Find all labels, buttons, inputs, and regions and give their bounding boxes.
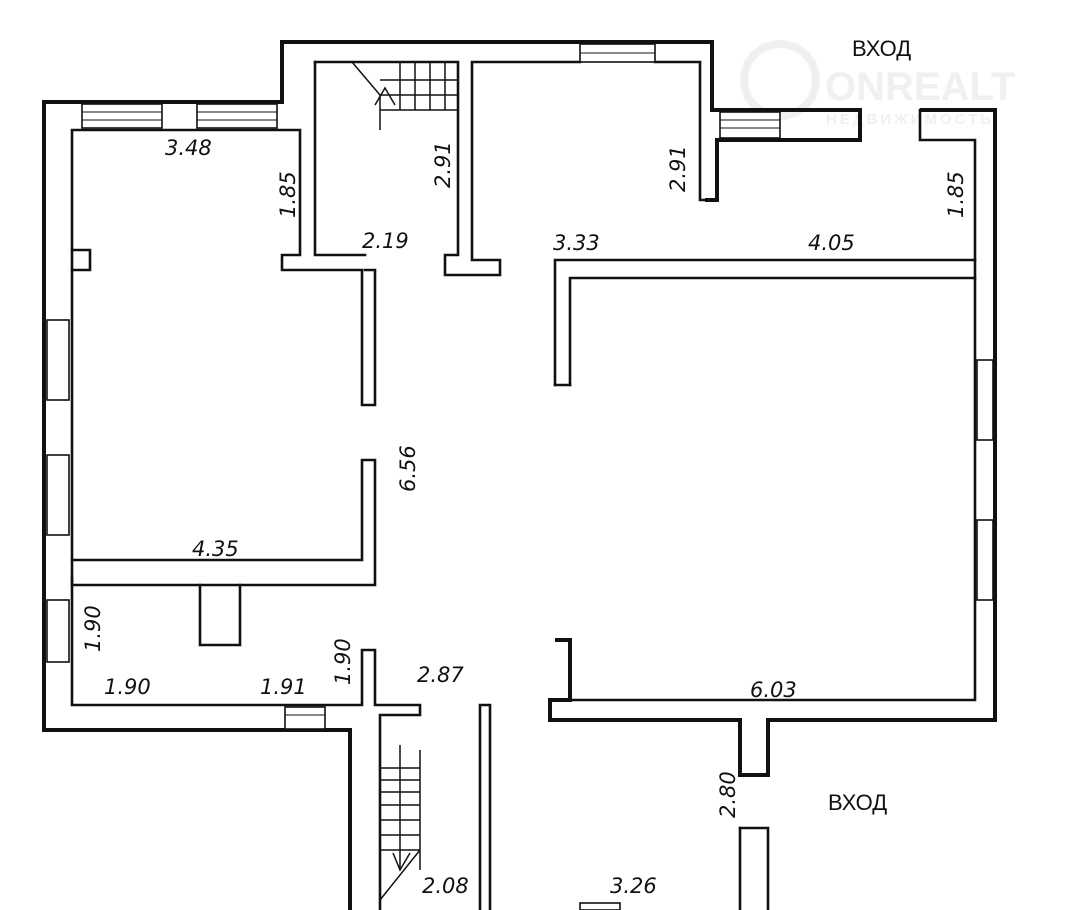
dimension-labels: 3.48 1.85 2.91 2.19 2.91 3.33 4.05 1.85 … [81,136,968,898]
window [81,103,163,129]
dimension-label: 1.85 [944,171,968,218]
staircase-top [351,61,458,130]
entrance-label-bottom: ВХОД [828,790,887,815]
dimension-label: 1.90 [104,675,151,699]
watermark-tagline: НЕДВИЖИМОСТЬ [826,111,994,128]
dimension-label: 3.33 [553,231,600,255]
dimension-label: 2.91 [666,145,690,192]
dimension-label: 6.03 [750,678,797,702]
dimension-label: 4.05 [808,231,855,255]
watermark-logo-icon [740,40,820,120]
dimension-label: 2.19 [362,229,409,253]
window [976,359,994,441]
dimension-label: 4.35 [192,537,239,561]
dimension-label: 3.48 [165,136,212,160]
window [719,111,781,139]
window [196,103,278,129]
window [976,519,994,601]
watermark-brand: ONREALT [825,65,1015,109]
window [46,319,70,401]
exterior-walls [42,40,997,910]
dimension-label: 3.26 [610,874,657,898]
windows [46,43,994,910]
window [579,902,621,910]
window [46,599,70,663]
dimension-label: 2.80 [716,771,740,818]
dimension-label: 1.91 [260,675,307,699]
dimension-label: 2.08 [422,874,469,898]
staircase-bottom [379,745,421,901]
watermark: ONREALT НЕДВИЖИМОСТЬ [740,40,1015,128]
window [284,706,326,730]
entrance-label-top: ВХОД [852,36,911,61]
dimension-label: 6.56 [396,445,420,492]
window [46,454,70,536]
dimension-label: 1.90 [81,605,105,652]
dimension-label: 2.87 [417,663,464,687]
dimension-label: 2.91 [431,141,455,188]
dimension-label: 1.90 [331,638,355,685]
dimension-label: 1.85 [276,171,300,218]
